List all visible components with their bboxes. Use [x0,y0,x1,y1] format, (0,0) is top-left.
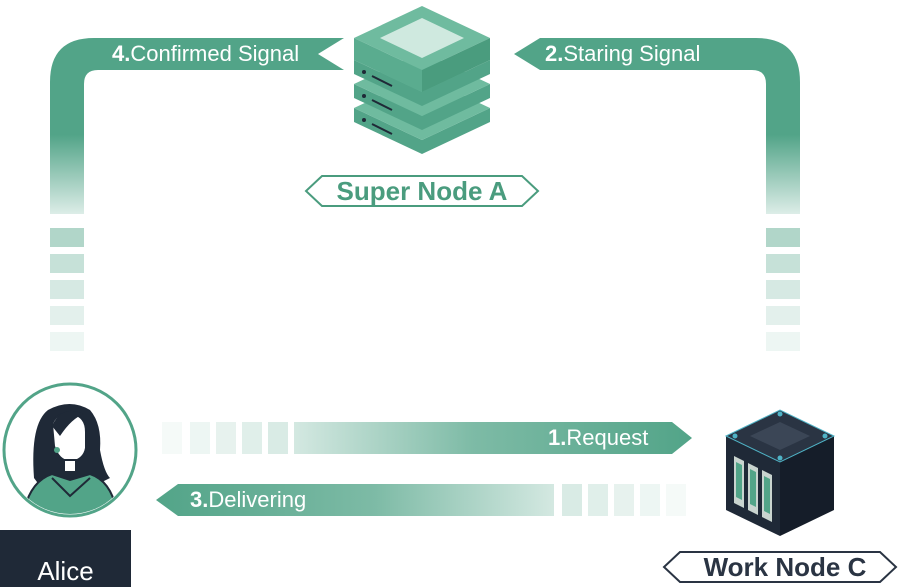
alice-label: Alice [37,556,94,586]
staring-signal-path [514,38,800,351]
staring-signal-number: 2. [545,41,564,66]
delivering-arrow [156,484,686,516]
confirmed-signal-path [50,38,344,351]
confirmed-signal-number: 4. [112,41,131,66]
super-node-label-frame [304,175,540,207]
delivering-text: Delivering [208,487,307,512]
alice-avatar-icon [2,382,138,518]
request-label: 1.Request [548,425,648,451]
super-node-label: Super Node A [336,176,508,206]
request-text: Request [566,425,649,450]
super-node-server-icon [354,6,490,154]
work-node-label: Work Node C [703,552,867,582]
delivering-number: 3. [190,487,209,512]
staring-signal-text: Staring Signal [563,41,701,66]
delivering-label: 3.Delivering [190,487,306,513]
confirmed-signal-label: 4.Confirmed Signal [112,41,299,67]
work-node-label-frame [662,551,898,583]
request-arrow [162,422,692,454]
staring-signal-label: 2.Staring Signal [545,41,700,67]
request-number: 1. [548,425,567,450]
alice-name-box [0,530,131,587]
confirmed-signal-text: Confirmed Signal [130,41,300,66]
work-node-server-icon [724,409,836,536]
